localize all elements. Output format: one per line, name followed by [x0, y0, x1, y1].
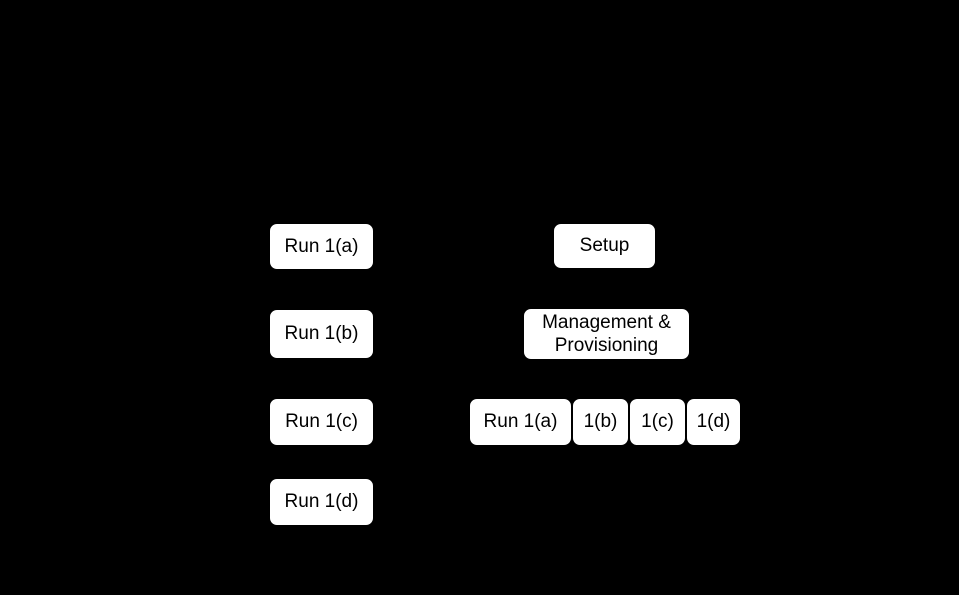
node-parallel-run-1c: 1(c): [628, 397, 687, 447]
node-setup: Setup: [552, 222, 657, 270]
node-sequential-run-1d: Run 1(d): [268, 477, 375, 527]
node-management-provisioning: Management & Provisioning: [522, 307, 691, 361]
node-sequential-run-1b: Run 1(b): [268, 308, 375, 360]
node-parallel-run-1b: 1(b): [571, 397, 630, 447]
node-sequential-run-1a: Run 1(a): [268, 222, 375, 271]
node-parallel-run-1a: Run 1(a): [468, 397, 573, 447]
node-sequential-run-1c: Run 1(c): [268, 397, 375, 447]
node-parallel-run-1d: 1(d): [685, 397, 742, 447]
